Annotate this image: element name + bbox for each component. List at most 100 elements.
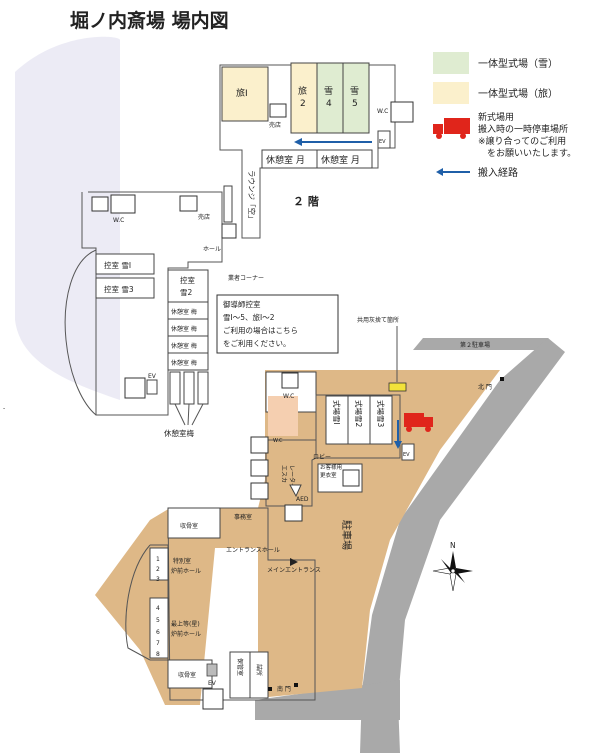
hall-snow-5 (342, 62, 370, 134)
waiting-snow-2-line2: 雪2 (180, 288, 192, 297)
hall-tabi-2-label: 旅 (298, 85, 307, 97)
parking-label: 駐車場 (340, 520, 353, 550)
wc-icon-left (110, 194, 136, 214)
truck-icon-1f (404, 413, 433, 432)
wc-icon-1f (281, 372, 299, 389)
waiting-snow-2-line1: 控室 (180, 275, 195, 285)
escalator-icon-1f (250, 482, 269, 500)
main-building: W.C ロビー お客様用 更衣室 エスカ レーター AED 収骨室 事務室 エン… (125, 436, 363, 710)
floor2-left-block: W.C 売店 ホール 業者コーナー 控室 雪Ⅰ 控室 雪3 控室 雪2 休憩室 … (64, 191, 264, 438)
new-hall-building: W.C 式場雪Ⅰ 式場雪2 式場雪3 EV (265, 371, 433, 461)
hall-tabi-2 (290, 62, 318, 134)
hall-snow-4-num: 4 (326, 99, 332, 109)
wc-small-label: W.C (273, 438, 283, 444)
waiting-snow-1 (95, 253, 155, 275)
compass-icon (432, 551, 473, 592)
north-gate-label: 北 門 (478, 383, 492, 391)
shop-icon-left (179, 195, 198, 212)
tan-wc-area (268, 396, 298, 436)
hall-snow-4-label: 雪 (324, 86, 333, 97)
custody-label: 保管室 (236, 658, 244, 676)
waiting-snow-2 (167, 269, 209, 303)
legend-route-arrow-icon (436, 168, 470, 176)
parking-2-label: 第２駐車場 (460, 341, 490, 349)
top-hall-line-1: 最上等(星) (171, 620, 200, 628)
ev-top (377, 130, 391, 149)
legend-truck-line-2: 搬入時の一時停車場所 (478, 123, 568, 135)
callout-line-1: 御導師控室 (223, 299, 261, 309)
entrance-hall-label: エントランスホール (226, 547, 280, 554)
hall-snow-5-label: 雪 (350, 86, 359, 97)
ev-bottom (206, 663, 218, 677)
road-north (413, 338, 560, 350)
callout-line-4: をご利用ください。 (223, 338, 291, 348)
lounge-label: ラウンジ「空」 (247, 170, 257, 223)
ev-left-label: EV (148, 373, 157, 380)
legend-label-tabi: 一体型式場（旅） (478, 87, 558, 100)
storage-bottom-label: 収骨室 (178, 671, 196, 679)
hall-tabi-2-num: 2 (300, 99, 306, 109)
storage-top-label: 収骨室 (180, 522, 198, 530)
rest-ume-2-label: 休憩室 梅 (171, 325, 197, 333)
route-arrow-top (294, 138, 372, 146)
legend-truck-line-4: をお願いいたします。 (478, 148, 576, 159)
new-hall-3-label: 式場雪3 (376, 400, 386, 427)
ev-new-label: EV (403, 452, 410, 458)
new-hall-1-label: 式場雪Ⅰ (332, 400, 342, 425)
legend-label-route: 搬入経路 (478, 166, 518, 179)
escalator-line-1: エスカ (280, 465, 287, 483)
callout-line-2: 雪Ⅰ～5、旅Ⅰ～2 (223, 312, 275, 322)
shop-top-label: 売店 (269, 121, 281, 129)
north-gate-marker (500, 377, 504, 381)
callout-line-3: ご利用の場合はこちら (223, 325, 298, 335)
decorative-arc (15, 36, 120, 400)
ev-bottom-label: EV (208, 680, 217, 687)
legend-truck-icon (433, 118, 470, 139)
wc-1f-label: W.C (283, 393, 294, 400)
hall-snow-4 (316, 62, 344, 134)
legend-swatch-tabi (433, 82, 469, 104)
south-gate-label: 南 門 (277, 685, 291, 693)
furnace-6: 6 (156, 629, 160, 636)
rest-moon-1-label: 休憩室 月 (266, 154, 305, 166)
changing-line-1: お客様用 (320, 463, 342, 471)
page-title: 堀ノ内斎場 場内図 (70, 9, 229, 32)
top-hall-line-2: 炉前ホール (171, 630, 201, 638)
hall-tabi-1-label: 旅Ⅰ (236, 87, 248, 99)
rest-ume-small-3 (197, 371, 209, 405)
legend-truck-line-1: 新式場用 (478, 111, 514, 123)
entrance-arrow-icon (290, 558, 298, 566)
changing-line-2: 更衣室 (320, 471, 337, 479)
hall-snow-5-num: 5 (352, 99, 358, 109)
floor-label-2f: ２ 階 (293, 194, 319, 208)
ev-top-label: EV (379, 139, 386, 145)
stairs-icon-1f (250, 459, 269, 477)
special-hall-line-1: 特別室 (173, 557, 191, 565)
escalator-line-2: レーター (288, 465, 296, 489)
office-label: 事務室 (234, 513, 252, 521)
rest-moon-2-label: 休憩室 月 (321, 154, 360, 166)
accessible-wc-icon (91, 196, 109, 212)
special-hall-line-2: 炉前ホール (171, 567, 201, 575)
elevator-icon-1f (202, 688, 224, 710)
furnace-7: 7 (156, 640, 160, 647)
ash-disposal-box (388, 382, 407, 392)
edge-mark: - (3, 405, 5, 412)
rest-ume-label: 休憩室梅 (164, 428, 194, 438)
hall-small-label: 詰所 (255, 664, 263, 676)
furnace-5: 5 (156, 617, 160, 624)
elevator-icon-left (221, 223, 237, 239)
waiting-snow-3-label: 控室 雪3 (104, 284, 134, 294)
shop-icon-top (269, 103, 287, 118)
waiting-snow-1-label: 控室 雪Ⅰ (104, 260, 131, 270)
furnace-4: 4 (156, 605, 160, 612)
furnace-8: 8 (156, 651, 160, 658)
furnace-3: 3 (156, 576, 160, 583)
waiting-snow-3 (95, 277, 155, 299)
furnace-1: 1 (156, 556, 160, 563)
accessible-icon-1f (250, 436, 269, 454)
hall-label: ホール (203, 246, 221, 253)
legend-swatch-snow (433, 52, 469, 74)
south-gate-marker-1 (268, 687, 272, 691)
